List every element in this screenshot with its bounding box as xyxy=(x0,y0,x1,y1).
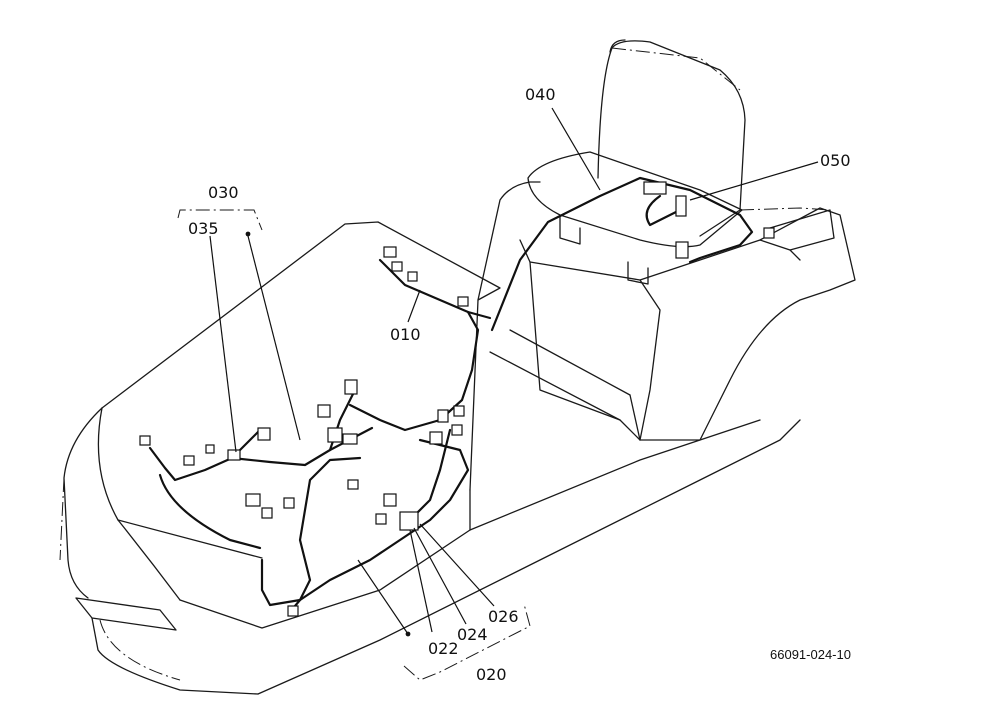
label-040: 040 xyxy=(525,85,556,104)
figure-reference-number: 66091-024-10 xyxy=(770,647,851,662)
label-010: 010 xyxy=(390,325,421,344)
part-labels: 040 050 030 035 010 026 024 022 020 6609… xyxy=(188,85,851,684)
label-026: 026 xyxy=(488,607,519,626)
label-024: 024 xyxy=(457,625,488,644)
wiring-harness xyxy=(139,176,775,617)
label-050: 050 xyxy=(820,151,851,170)
label-035: 035 xyxy=(188,219,219,238)
leader-lines xyxy=(177,107,819,681)
tractor-body-outline xyxy=(59,39,856,695)
label-030: 030 xyxy=(208,183,239,202)
label-022: 022 xyxy=(428,639,459,658)
label-020: 020 xyxy=(476,665,507,684)
